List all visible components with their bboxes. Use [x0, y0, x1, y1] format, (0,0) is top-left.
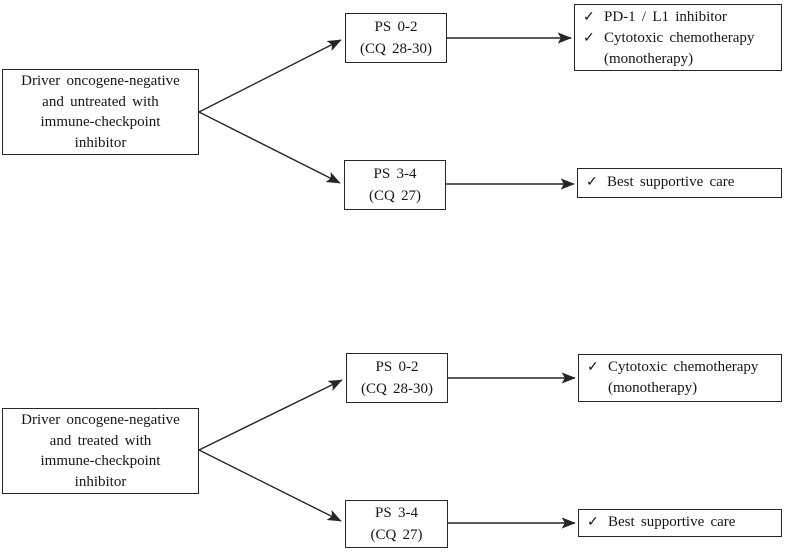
- check-icon: ✓: [587, 515, 599, 530]
- root-line: inhibitor: [74, 473, 127, 490]
- node-ps-0-2: PS 0-2 (CQ 28-30): [345, 13, 447, 63]
- arrow-treated-to-ps02: [198, 379, 343, 451]
- root-line: immune-checkpoint: [40, 453, 161, 469]
- node-outcome-ps34-untreated: ✓ Best supportive care: [577, 168, 782, 198]
- outcome-item: ✓ Cytotoxic chemotherapy: [583, 28, 775, 49]
- root-line: and treated with: [49, 432, 152, 449]
- check-icon: ✓: [583, 31, 595, 46]
- outcome-subtext: (monotherapy): [604, 51, 694, 67]
- outcome-item: ✓ Best supportive care: [586, 172, 775, 193]
- outcome-text: Best supportive care: [608, 514, 736, 530]
- cq-label: (CQ 27): [370, 527, 423, 543]
- arrow-untreated-to-ps34: [198, 111, 341, 184]
- node-ps-3-4: PS 3-4 (CQ 27): [344, 160, 446, 210]
- ps-label: PS 0-2: [375, 359, 419, 375]
- cq-label: (CQ 27): [368, 188, 422, 204]
- arrow-untreated-to-ps02: [198, 39, 342, 113]
- outcome-item: ✓ PD-1 / L1 inhibitor: [583, 7, 775, 28]
- arrow-treated-to-ps34: [198, 449, 342, 522]
- root-line: Driver oncogene-negative: [21, 73, 180, 89]
- check-icon: ✓: [587, 360, 599, 375]
- cq-label: (CQ 28-30): [360, 381, 434, 397]
- node-ps-3-4: PS 3-4 (CQ 27): [345, 500, 448, 548]
- cq-label: (CQ 28-30): [359, 41, 433, 57]
- outcome-text: Cytotoxic chemotherapy: [604, 30, 755, 46]
- root-line: immune-checkpoint: [40, 114, 161, 130]
- ps-label: PS 0-2: [374, 19, 418, 35]
- check-icon: ✓: [586, 175, 598, 190]
- root-line: inhibitor: [74, 134, 127, 151]
- outcome-item: ✓ Cytotoxic chemotherapy: [587, 357, 775, 378]
- ps-label: PS 3-4: [375, 505, 418, 521]
- node-outcome-ps34-treated: ✓ Best supportive care: [578, 509, 782, 537]
- check-icon: ✓: [583, 10, 595, 25]
- outcome-text: PD-1 / L1 inhibitor: [604, 9, 727, 25]
- root-line: Driver oncogene-negative: [21, 412, 180, 428]
- node-outcome-ps02-treated: ✓ Cytotoxic chemotherapy (monotherapy): [578, 354, 782, 402]
- node-ps-0-2: PS 0-2 (CQ 28-30): [346, 353, 448, 403]
- ps-label: PS 3-4: [373, 166, 417, 182]
- outcome-text: Cytotoxic chemotherapy: [608, 359, 759, 375]
- root-line: and untreated with: [42, 93, 159, 110]
- node-outcome-ps02-untreated: ✓ PD-1 / L1 inhibitor ✓ Cytotoxic chemot…: [574, 4, 782, 71]
- node-root-treated: Driver oncogene-negative and treated wit…: [2, 408, 199, 494]
- outcome-item: ✓ Best supportive care: [587, 512, 775, 533]
- outcome-subtext: (monotherapy): [608, 380, 698, 396]
- node-root-untreated: Driver oncogene-negative and untreated w…: [2, 69, 199, 155]
- outcome-text: Best supportive care: [607, 174, 735, 190]
